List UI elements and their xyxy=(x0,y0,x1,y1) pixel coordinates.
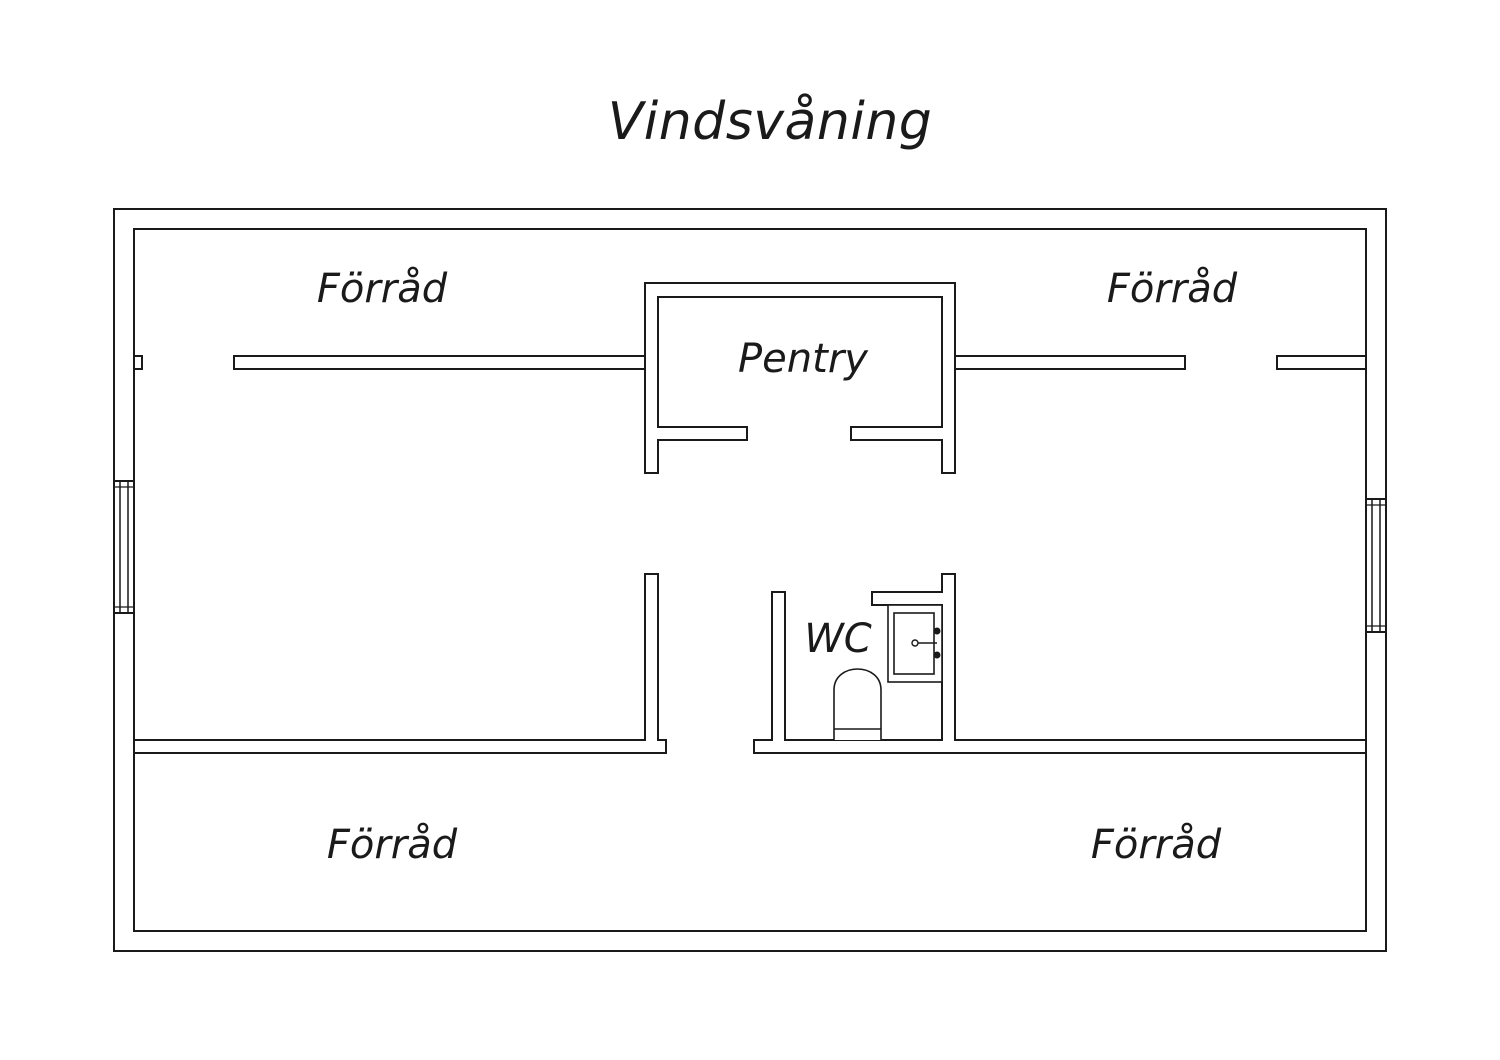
wall-stub-left xyxy=(133,355,143,370)
label-storage-top-left: Förråd xyxy=(317,266,448,312)
wall-lower-left xyxy=(133,573,667,754)
toilet-icon xyxy=(833,668,882,740)
label-pentry: Pentry xyxy=(738,336,869,382)
wall-top-right xyxy=(954,355,1186,370)
label-storage-bottom-left: Förråd xyxy=(327,822,458,868)
label-storage-top-right: Förråd xyxy=(1107,266,1238,312)
window-right xyxy=(1365,498,1387,633)
plan-title: Vindsvåning xyxy=(607,92,933,152)
sink-icon xyxy=(887,604,943,683)
window-left xyxy=(113,480,135,614)
wall-top-left xyxy=(233,355,646,370)
pentry-walls xyxy=(644,282,956,474)
wall-lower-right-wc xyxy=(753,573,1367,754)
label-storage-bottom-right: Förråd xyxy=(1091,822,1222,868)
wall-top-right-stub xyxy=(1276,355,1367,370)
inner-wall-outline xyxy=(133,228,1367,932)
label-wc: WC xyxy=(804,616,872,662)
